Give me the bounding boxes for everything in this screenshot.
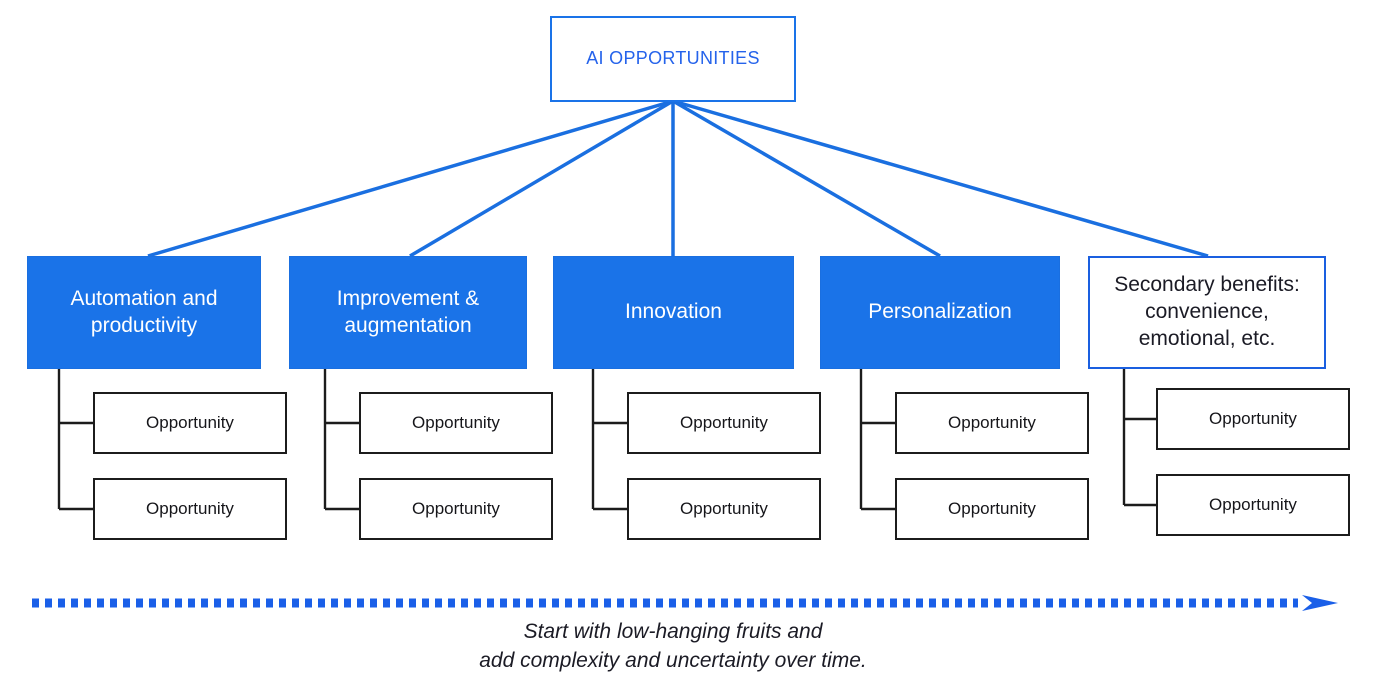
bracket-cat-1 [57,369,93,511]
opportunity-node[interactable]: Opportunity [1156,388,1350,450]
root-fanout-lines [147,99,1209,258]
opportunity-node-label: Opportunity [948,499,1036,519]
edge-root-to-cat-4 [672,99,941,258]
bracket-cat-2 [323,369,359,511]
root-node-ai-opportunities[interactable]: AI OPPORTUNITIES [550,16,796,102]
opportunity-node-label: Opportunity [412,413,500,433]
bracket-cat-5 [1122,369,1156,507]
opportunity-node-label: Opportunity [1209,409,1297,429]
category-node-label: Automation and productivity [70,286,218,337]
edge-root-to-cat-1 [147,99,674,258]
opportunity-node-label: Opportunity [146,499,234,519]
progression-arrow-icon [32,595,1338,611]
opportunity-node[interactable]: Opportunity [627,392,821,454]
category-node-label: Secondary benefits: convenience, emotion… [1114,273,1300,350]
progression-caption: Start with low-hanging fruits and add co… [0,618,1346,675]
bracket-cat-3 [591,369,627,511]
category-node-label: Personalization [868,300,1012,324]
edge-root-to-cat-5 [672,99,1209,258]
opportunity-node-label: Opportunity [948,413,1036,433]
opportunity-node-label: Opportunity [680,413,768,433]
category-node-secondary-benefits[interactable]: Secondary benefits: convenience, emotion… [1088,256,1326,369]
category-node-improvement-and-augmentation[interactable]: Improvement & augmentation [289,256,527,369]
caption-line-2: add complexity and uncertainty over time… [479,648,867,672]
opportunity-node[interactable]: Opportunity [359,478,553,540]
opportunity-node[interactable]: Opportunity [359,392,553,454]
caption-line-1: Start with low-hanging fruits and [523,620,823,643]
bracket-cat-4 [859,369,895,511]
opportunity-node[interactable]: Opportunity [895,392,1089,454]
opportunity-node-label: Opportunity [1209,495,1297,515]
opportunity-node[interactable]: Opportunity [93,478,287,540]
opportunity-node-label: Opportunity [412,499,500,519]
category-node-label: Improvement & augmentation [336,286,480,337]
category-node-personalization[interactable]: Personalization [820,256,1060,369]
opportunity-node[interactable]: Opportunity [1156,474,1350,536]
category-node-automation-and-productivity[interactable]: Automation and productivity [27,256,261,369]
opportunity-node-label: Opportunity [680,499,768,519]
edge-root-to-cat-2 [409,99,674,258]
category-node-innovation[interactable]: Innovation [553,256,794,369]
category-node-label: Innovation [625,300,722,324]
opportunity-node[interactable]: Opportunity [627,478,821,540]
opportunity-node[interactable]: Opportunity [895,478,1089,540]
root-node-label: AI OPPORTUNITIES [586,48,760,69]
opportunity-node-label: Opportunity [146,413,234,433]
opportunity-node[interactable]: Opportunity [93,392,287,454]
